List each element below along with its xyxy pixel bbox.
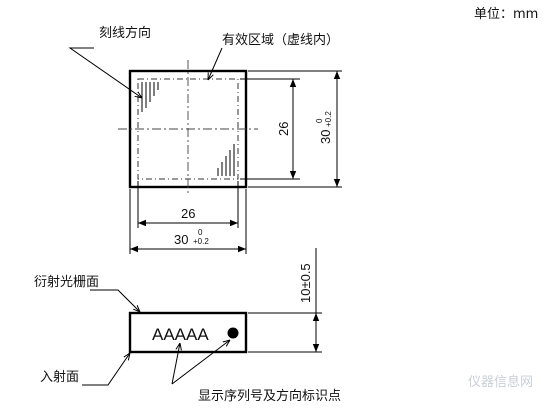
top-view: 刻线方向 有效区域（虚线内） 26 30 0 +0.2 26 30 0 +0.2 <box>68 25 342 254</box>
groove-direction-leader <box>68 47 142 98</box>
groove-lines-bottom-right <box>217 144 235 176</box>
direction-marker-dot <box>227 327 239 339</box>
watermark-logo: 仪器信息网 <box>468 374 533 390</box>
incident-face-label: 入射面 <box>40 369 79 385</box>
inner-height-value: 26 <box>276 122 291 136</box>
outer-width-value: 30 <box>174 232 188 247</box>
outer-height-value: 30 <box>318 130 333 144</box>
grating-side-outline <box>128 311 248 354</box>
incident-face-leader <box>82 353 130 386</box>
outer-width-tolerance-lower: +0.2 <box>193 237 209 246</box>
serial-marker-label: 显示序列号及方向标识点 <box>198 388 341 404</box>
outer-width-tolerance-upper: 0 <box>198 228 203 237</box>
unit-label: 单位：mm <box>474 7 538 22</box>
serial-number-text: AAAAA <box>152 325 209 344</box>
inner-width-value: 26 <box>181 206 195 221</box>
groove-lines-top-left <box>141 82 159 112</box>
effective-area-label: 有效区域（虚线内） <box>222 32 339 48</box>
serial-text-leader <box>171 343 180 385</box>
side-view: AAAAA 10±0.5 衍射光栅面 入射面 显示序列号及方向标识点 <box>34 248 341 404</box>
groove-direction-label: 刻线方向 <box>99 25 151 41</box>
effective-area-leader <box>208 47 223 80</box>
outer-height-tolerance-lower: +0.2 <box>324 111 333 127</box>
diffraction-face-leader <box>90 289 140 312</box>
marker-dot-leader <box>171 340 230 385</box>
thickness-value: 10±0.5 <box>298 263 313 303</box>
diffraction-face-label: 衍射光栅面 <box>34 274 99 290</box>
outer-height-tolerance-upper: 0 <box>315 118 324 123</box>
